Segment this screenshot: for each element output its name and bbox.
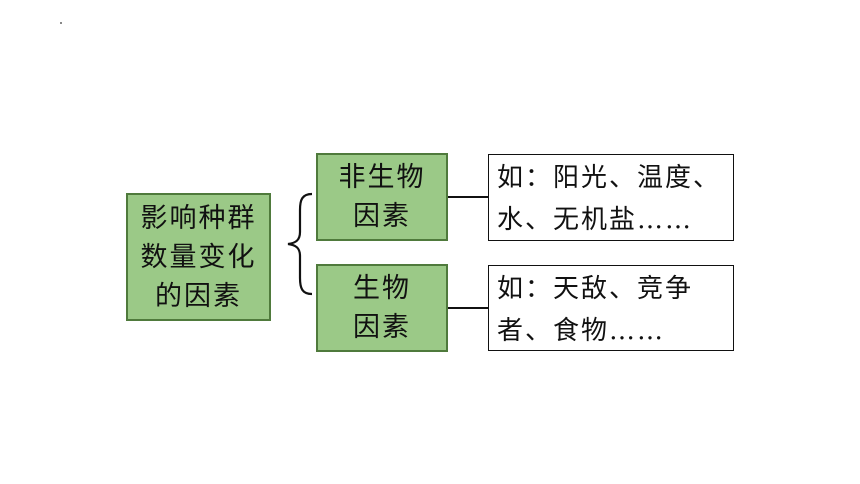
abiotic-label-line-2: 因素 [353,201,411,232]
biotic-examples-box: 如：天敌、竞争 者、食物…… [488,265,734,351]
curly-brace [287,192,313,296]
biotic-factor-box: 生物 因素 [316,264,448,352]
biotic-connector-line [448,307,488,309]
root-label: 影响种群 数量变化 的因素 [141,199,257,316]
abiotic-factor-label: 非生物 因素 [339,158,426,236]
curly-brace-path [287,192,313,296]
abiotic-factor-box: 非生物 因素 [316,153,448,241]
abiotic-examples-line-1: 如：阳光、温度、 [497,163,722,193]
biotic-label-line-2: 因素 [353,312,411,343]
root-label-line-2: 数量变化 [140,241,257,273]
root-label-line-3: 的因素 [155,280,242,312]
biotic-label-line-1: 生物 [353,273,411,304]
root-factor-box: 影响种群 数量变化 的因素 [126,193,271,321]
biotic-examples-line-2: 者、食物…… [497,316,666,346]
root-label-line-1: 影响种群 [140,202,257,234]
abiotic-connector-line [448,196,488,198]
stray-dot [60,22,62,24]
biotic-examples-line-1: 如：天敌、竞争 [497,274,694,304]
abiotic-examples-line-2: 水、无机盐…… [497,205,694,235]
abiotic-label-line-1: 非生物 [338,162,426,193]
abiotic-examples-box: 如：阳光、温度、 水、无机盐…… [488,154,734,241]
biotic-factor-label: 生物 因素 [353,269,411,347]
